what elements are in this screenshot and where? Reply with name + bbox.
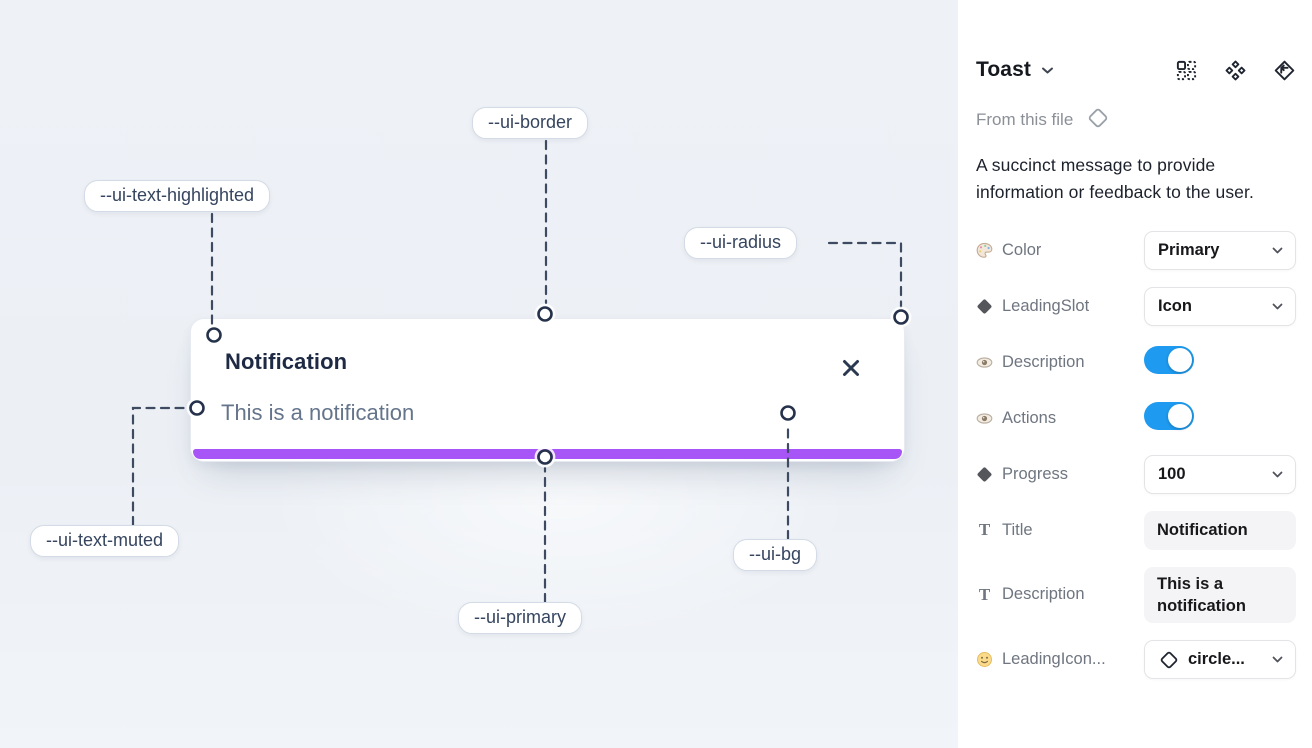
toast-description: This is a notification (221, 400, 415, 425)
prop-label-leadingslot: LeadingSlot (976, 297, 1089, 316)
eye-icon (976, 410, 993, 427)
actions-toggle[interactable] (1144, 401, 1194, 430)
prop-row-progress: Progress 100 (976, 454, 1296, 494)
color-select[interactable]: Primary (1144, 230, 1296, 270)
chevron-down-icon (1272, 656, 1283, 663)
prop-label-actions: Actions (976, 409, 1056, 428)
description-toggle[interactable] (1144, 345, 1194, 374)
toast-component-preview[interactable]: Notification This is a notification (190, 318, 905, 462)
component-icon[interactable] (1224, 59, 1247, 82)
var-label-ui-text-muted[interactable]: --ui-text-muted (30, 525, 180, 557)
chevron-down-icon (1272, 471, 1283, 478)
prop-row-leadingslot: LeadingSlot Icon (976, 286, 1296, 326)
diamond-icon (976, 466, 993, 482)
prop-row-description-toggle: Description (976, 343, 1296, 382)
source-row: From this file (976, 108, 1296, 132)
prop-row-color: Color Primary (976, 230, 1296, 270)
progress-select[interactable]: 100 (1144, 454, 1296, 494)
description-field[interactable]: This is a notification (1144, 566, 1296, 624)
prop-label-description: Description (976, 353, 1085, 372)
component-title: Toast (976, 58, 1031, 81)
text-icon: T (978, 584, 991, 604)
chevron-down-icon[interactable] (1041, 66, 1054, 75)
prop-label-color: Color (976, 241, 1041, 260)
close-icon[interactable] (840, 357, 862, 379)
source-label: From this file (976, 110, 1074, 129)
leadingicon-select[interactable]: circle... (1144, 640, 1296, 680)
prop-label-progress: Progress (976, 465, 1068, 484)
prop-row-title: T Title Notification (976, 510, 1296, 550)
prop-row-actions-toggle: Actions (976, 399, 1296, 438)
properties-panel: Toast (958, 0, 1312, 748)
prop-label-leadingicon: LeadingIcon... (976, 650, 1106, 669)
connector-line-radius (827, 241, 903, 309)
chevron-down-icon (1272, 303, 1283, 310)
toast-title: Notification (225, 349, 348, 374)
insert-instance-icon[interactable] (1175, 59, 1198, 82)
chevron-down-icon (1272, 247, 1283, 254)
var-label-ui-text-highlighted[interactable]: --ui-text-highlighted (84, 180, 271, 212)
var-label-ui-bg[interactable]: --ui-bg (733, 539, 818, 571)
file-diamond-icon (1085, 105, 1111, 136)
swap-variant-icon[interactable] (1273, 59, 1296, 82)
prop-row-description-text: T Description This is a notification (976, 566, 1296, 624)
prop-label-description-text: T Description (976, 585, 1085, 605)
title-field[interactable]: Notification (1144, 510, 1296, 550)
prop-row-leadingicon: LeadingIcon... circle... (976, 640, 1296, 680)
palette-icon (976, 242, 993, 259)
component-description: A succinct message to provide informatio… (976, 155, 1254, 203)
icon-diamond-glyph (1158, 649, 1180, 671)
eye-icon (976, 354, 993, 371)
var-label-ui-radius[interactable]: --ui-radius (684, 227, 798, 259)
prop-label-title: T Title (976, 520, 1033, 540)
text-icon: T (978, 520, 991, 540)
connector-line-text-muted (131, 406, 189, 527)
var-label-ui-primary[interactable]: --ui-primary (458, 602, 582, 634)
diamond-icon (976, 298, 993, 314)
smiley-icon (976, 651, 993, 668)
var-label-ui-border[interactable]: --ui-border (472, 107, 589, 139)
design-canvas[interactable]: Notification This is a notification (0, 0, 958, 748)
property-list: Color Primary LeadingSlot (976, 230, 1296, 680)
leadingslot-select[interactable]: Icon (1144, 286, 1296, 326)
toast-progress-bar (193, 449, 902, 459)
